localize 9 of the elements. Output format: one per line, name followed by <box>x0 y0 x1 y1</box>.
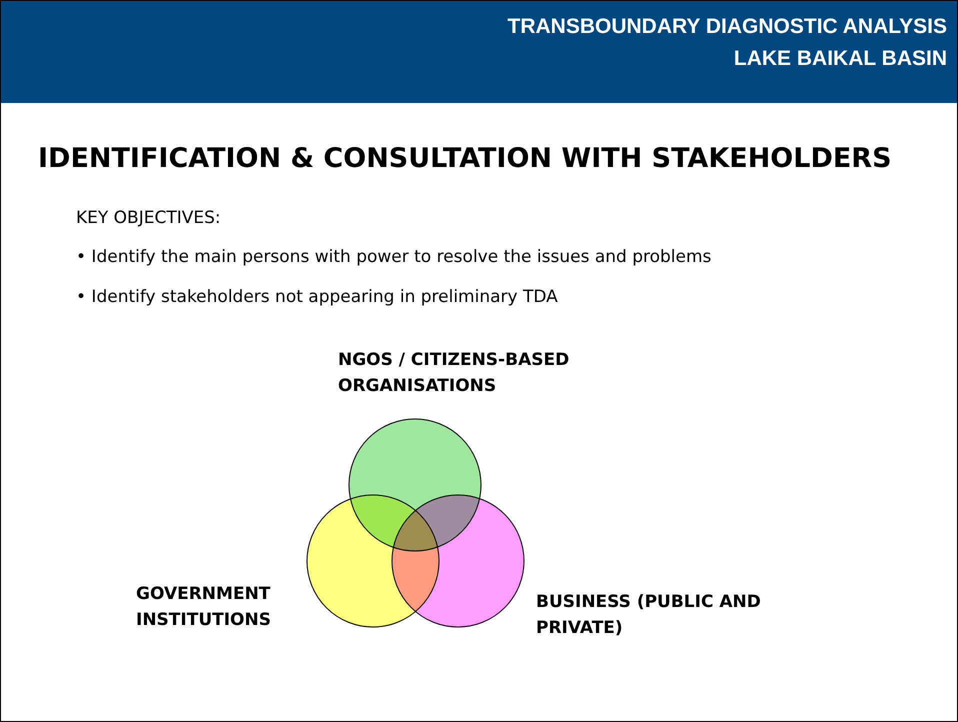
bullet-text: • Identify stakeholders not appearing in preliminary TDA <box>76 287 558 307</box>
circle-label: NGOS / CITIZENS-BASED ORGANISATIONS <box>338 349 570 398</box>
circle-label: GOVERNMENT INSTITUTIONS <box>136 583 272 632</box>
header-text: TRANSBOUNDARY DIAGNOSTIC ANALYSIS <box>508 15 947 39</box>
bullet-text: • Identify the main persons with power to resolve the issues and problems <box>76 247 712 267</box>
circle-label: BUSINESS (PUBLIC AND PRIVATE) <box>536 591 761 640</box>
header-text: LAKE BAIKAL BASIN <box>734 47 947 71</box>
slide-title: IDENTIFICATION & CONSULTATION WITH STAKEHOLDERS <box>38 143 892 174</box>
section-heading: KEY OBJECTIVES: <box>76 208 221 228</box>
